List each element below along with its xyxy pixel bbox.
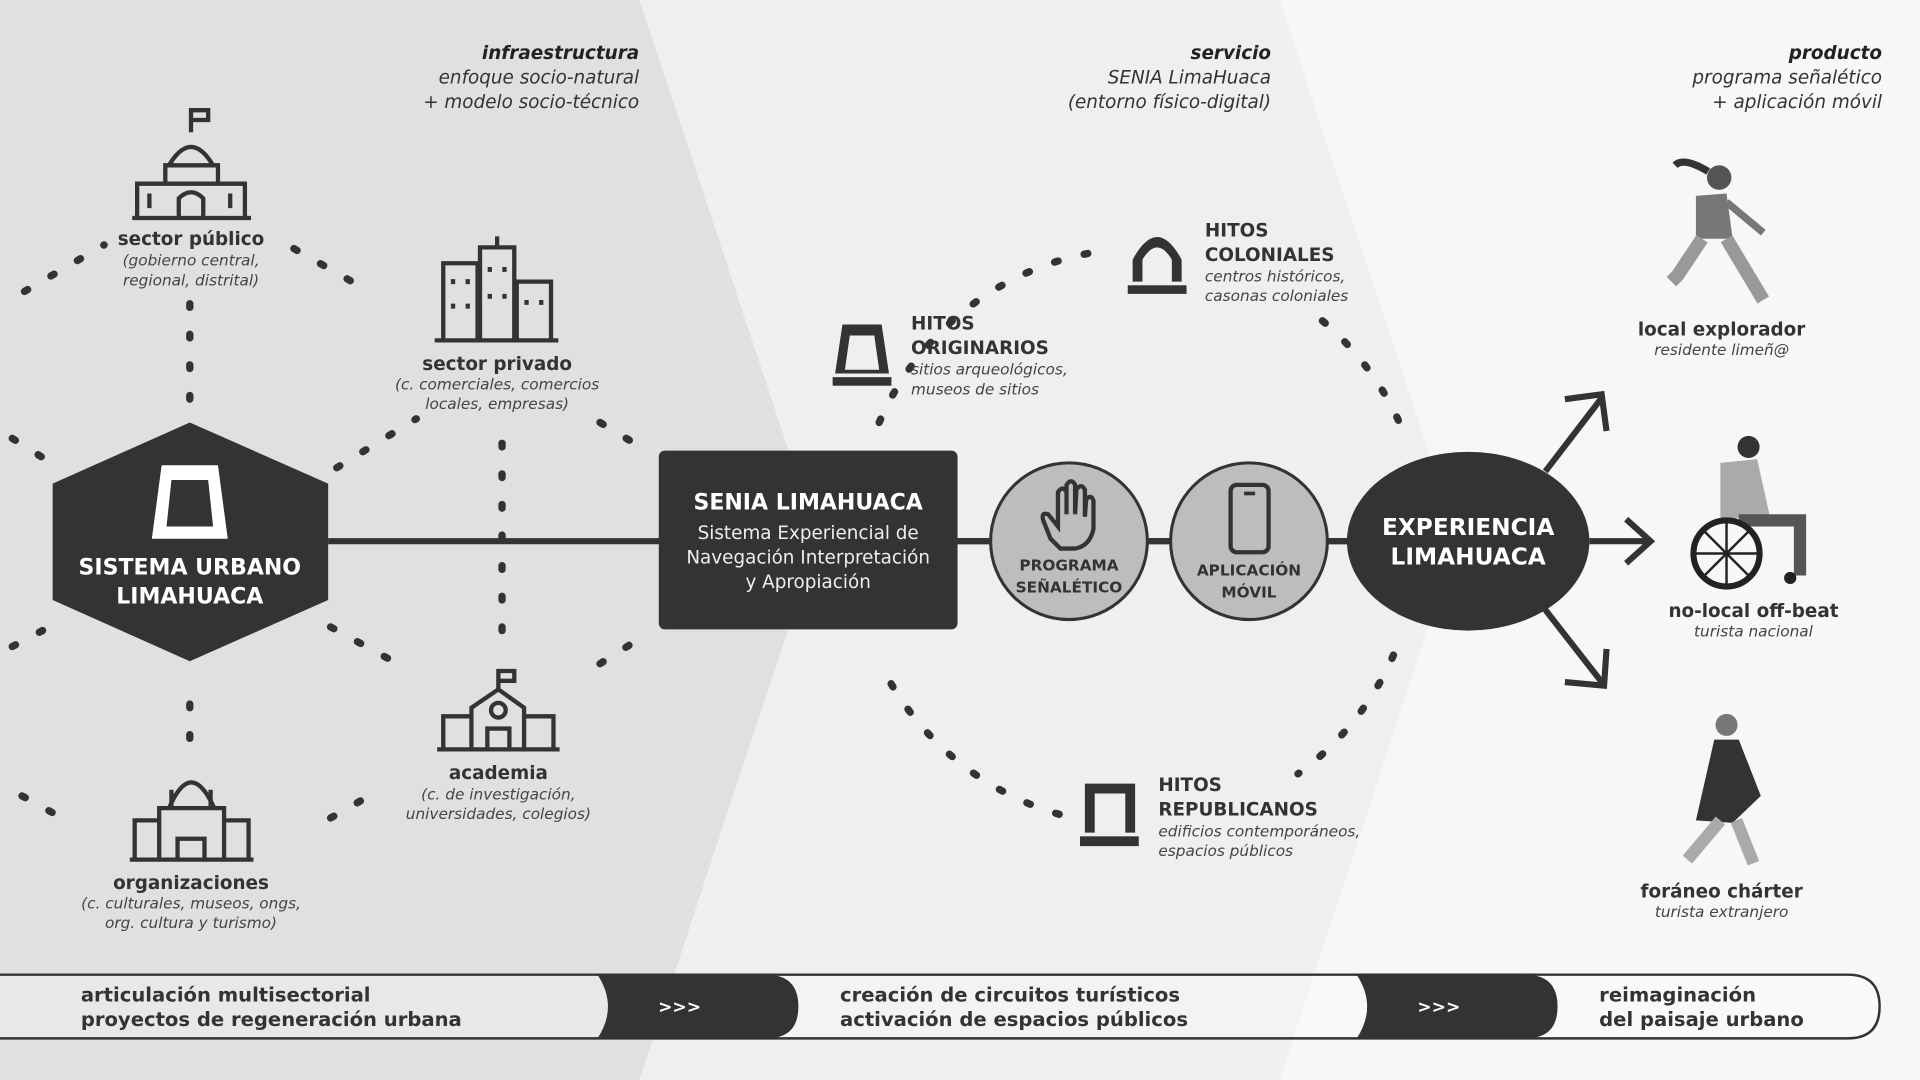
svg-text:org. cultura y turismo): org. cultura y turismo) [105, 914, 277, 932]
svg-text:del paisaje urbano: del paisaje urbano [1599, 1008, 1804, 1031]
svg-text:(c. de investigación,: (c. de investigación, [421, 786, 575, 804]
svg-text:LIMAHUACA: LIMAHUACA [116, 585, 263, 610]
svg-text:REPUBLICANOS: REPUBLICANOS [1158, 800, 1317, 821]
svg-text:organizaciones: organizaciones [113, 873, 269, 894]
svg-text:academia: academia [449, 763, 548, 784]
svg-text:foráneo chárter: foráneo chárter [1641, 882, 1803, 903]
arrows-to-users [1542, 390, 1656, 690]
svg-text:espacios públicos: espacios públicos [1158, 842, 1293, 860]
svg-text:activación de espacios público: activación de espacios públicos [840, 1008, 1188, 1031]
svg-text:(gobierno central,: (gobierno central, [123, 252, 260, 270]
actor-academia: academia (c. de investigación, universid… [406, 668, 591, 823]
svg-text:casonas coloniales: casonas coloniales [1205, 287, 1348, 305]
svg-text:LIMAHUACA: LIMAHUACA [1391, 543, 1546, 570]
landmark-republicanos: HITOS REPUBLICANOS edificios contemporán… [1080, 775, 1360, 860]
arrow-up-right-icon [1542, 390, 1610, 474]
svg-text:MÓVIL: MÓVIL [1221, 583, 1276, 602]
walking-woman-icon [1666, 158, 1770, 304]
svg-text:y Apropiación: y Apropiación [745, 572, 870, 593]
svg-text:no-local off-beat: no-local off-beat [1668, 601, 1838, 622]
government-building-icon [132, 108, 252, 221]
office-buildings-icon [434, 236, 559, 343]
landmark-circle-dashes [875, 247, 1406, 818]
svg-text:SEÑALÉTICO: SEÑALÉTICO [1016, 578, 1123, 597]
svg-text:proyectos de regeneración urba: proyectos de regeneración urbana [81, 1008, 462, 1031]
school-building-icon [437, 668, 560, 752]
svg-text:COLONIALES: COLONIALES [1205, 245, 1335, 266]
header-servicio: servicio SENIA LimaHuaca (entorno físico… [1068, 43, 1271, 113]
huaca-logo-icon [151, 465, 228, 539]
smartphone-icon [1228, 482, 1271, 555]
svg-text:ORIGINARIOS: ORIGINARIOS [911, 338, 1049, 359]
separator-2 [1356, 974, 1558, 1039]
node-programa-senaletico: PROGRAMA SEÑALÉTICO [989, 461, 1149, 622]
svg-text:(c. culturales, museos, ongs,: (c. culturales, museos, ongs, [81, 895, 301, 913]
svg-text:edificios contemporáneos,: edificios contemporáneos, [1158, 822, 1360, 840]
user-foraneo-charter: foráneo chárter turista extranjero [1641, 713, 1803, 921]
svg-text:sitios arqueológicos,: sitios arqueológicos, [911, 361, 1068, 379]
experiencia-limahuaca: EXPERIENCIA LIMAHUACA [1346, 451, 1590, 631]
walking-traveler-icon [1682, 713, 1761, 866]
svg-text:creación de circuitos turístic: creación de circuitos turísticos [840, 984, 1180, 1007]
landmark-originarios: HITOS ORIGINARIOS sitios arqueológicos, … [832, 313, 1068, 398]
republican-portal-icon [1084, 783, 1136, 833]
museum-building-icon [129, 780, 254, 862]
actor-organizaciones: organizaciones (c. culturales, museos, o… [81, 780, 301, 932]
senia-limahuaca-box: SENIA LIMAHUACA Sistema Experiencial de … [658, 450, 958, 630]
arrow-right-icon [1589, 516, 1656, 566]
svg-text:APLICACIÓN: APLICACIÓN [1197, 561, 1301, 580]
svg-text:producto: producto [1788, 43, 1882, 64]
svg-text:enfoque socio-natural: enfoque socio-natural [439, 67, 640, 88]
svg-text:SENIA LimaHuaca: SENIA LimaHuaca [1108, 67, 1271, 88]
svg-text:HITOS: HITOS [1205, 220, 1269, 241]
svg-text:centros históricos,: centros históricos, [1205, 268, 1345, 286]
node-aplicacion-movil: APLICACIÓN MÓVIL [1169, 461, 1329, 622]
svg-text:infraestructura: infraestructura [482, 43, 639, 64]
svg-text:reimaginación: reimaginación [1599, 984, 1756, 1007]
svg-text:(entorno físico-digital): (entorno físico-digital) [1068, 92, 1271, 113]
wheelchair-user-icon [1690, 435, 1807, 590]
svg-text:museos de sitios: museos de sitios [911, 380, 1039, 398]
svg-text:SISTEMA URBANO: SISTEMA URBANO [79, 555, 302, 580]
svg-text:+ modelo socio-técnico: + modelo socio-técnico [423, 92, 639, 113]
svg-text:(c. comerciales, comercios: (c. comerciales, comercios [395, 375, 599, 393]
user-no-local-off-beat: no-local off-beat turista nacional [1668, 435, 1839, 641]
user-local-explorador: local explorador residente limeñ@ [1638, 158, 1805, 359]
huaca-originaria-icon [835, 324, 889, 374]
svg-text:HITOS: HITOS [1158, 775, 1222, 796]
actor-sector-privado: sector privado (c. comerciales, comercio… [395, 236, 599, 413]
svg-text:sector público: sector público [118, 229, 265, 250]
svg-text:>>>: >>> [1417, 998, 1460, 1018]
svg-text:articulación multisectorial: articulación multisectorial [81, 984, 371, 1007]
svg-text:locales, empresas): locales, empresas) [425, 395, 569, 413]
svg-text:Navegación Interpretación: Navegación Interpretación [686, 547, 930, 568]
colonial-arch-icon [1132, 236, 1182, 282]
svg-text:SENIA LIMAHUACA: SENIA LIMAHUACA [693, 490, 922, 515]
svg-text:turista nacional: turista nacional [1694, 623, 1814, 641]
header-producto: producto programa señalético + aplicació… [1691, 43, 1883, 113]
svg-text:regional, distrital): regional, distrital) [123, 271, 259, 289]
svg-text:Sistema Experiencial de: Sistema Experiencial de [698, 523, 919, 544]
svg-text:universidades, colegios): universidades, colegios) [406, 805, 591, 823]
svg-text:programa señalético: programa señalético [1691, 67, 1882, 88]
actor-network-dashes [8, 241, 651, 827]
svg-text:residente limeñ@: residente limeñ@ [1654, 341, 1789, 359]
svg-text:sector privado: sector privado [422, 354, 572, 375]
svg-text:servicio: servicio [1191, 43, 1271, 64]
svg-text:>>>: >>> [658, 998, 701, 1018]
arrow-down-right-icon [1542, 607, 1610, 690]
landmark-coloniales: HITOS COLONIALES centros históricos, cas… [1127, 220, 1348, 305]
hub-sistema-urbano: SISTEMA URBANO LIMAHUACA [52, 422, 329, 662]
svg-text:local explorador: local explorador [1638, 320, 1805, 341]
svg-text:HITOS: HITOS [911, 313, 975, 334]
actor-sector-publico: sector público (gobierno central, region… [118, 108, 265, 289]
bottom-process-bar: >>> >>> articulación multisectorial proy… [0, 973, 1881, 1040]
svg-text:PROGRAMA: PROGRAMA [1019, 557, 1118, 575]
header-infraestructura: infraestructura enfoque socio-natural + … [423, 43, 640, 113]
separator-1 [597, 974, 799, 1039]
svg-text:EXPERIENCIA: EXPERIENCIA [1382, 514, 1554, 541]
svg-text:turista extranjero: turista extranjero [1655, 903, 1789, 921]
svg-text:+ aplicación móvil: + aplicación móvil [1712, 92, 1883, 113]
hand-icon [1040, 479, 1096, 551]
